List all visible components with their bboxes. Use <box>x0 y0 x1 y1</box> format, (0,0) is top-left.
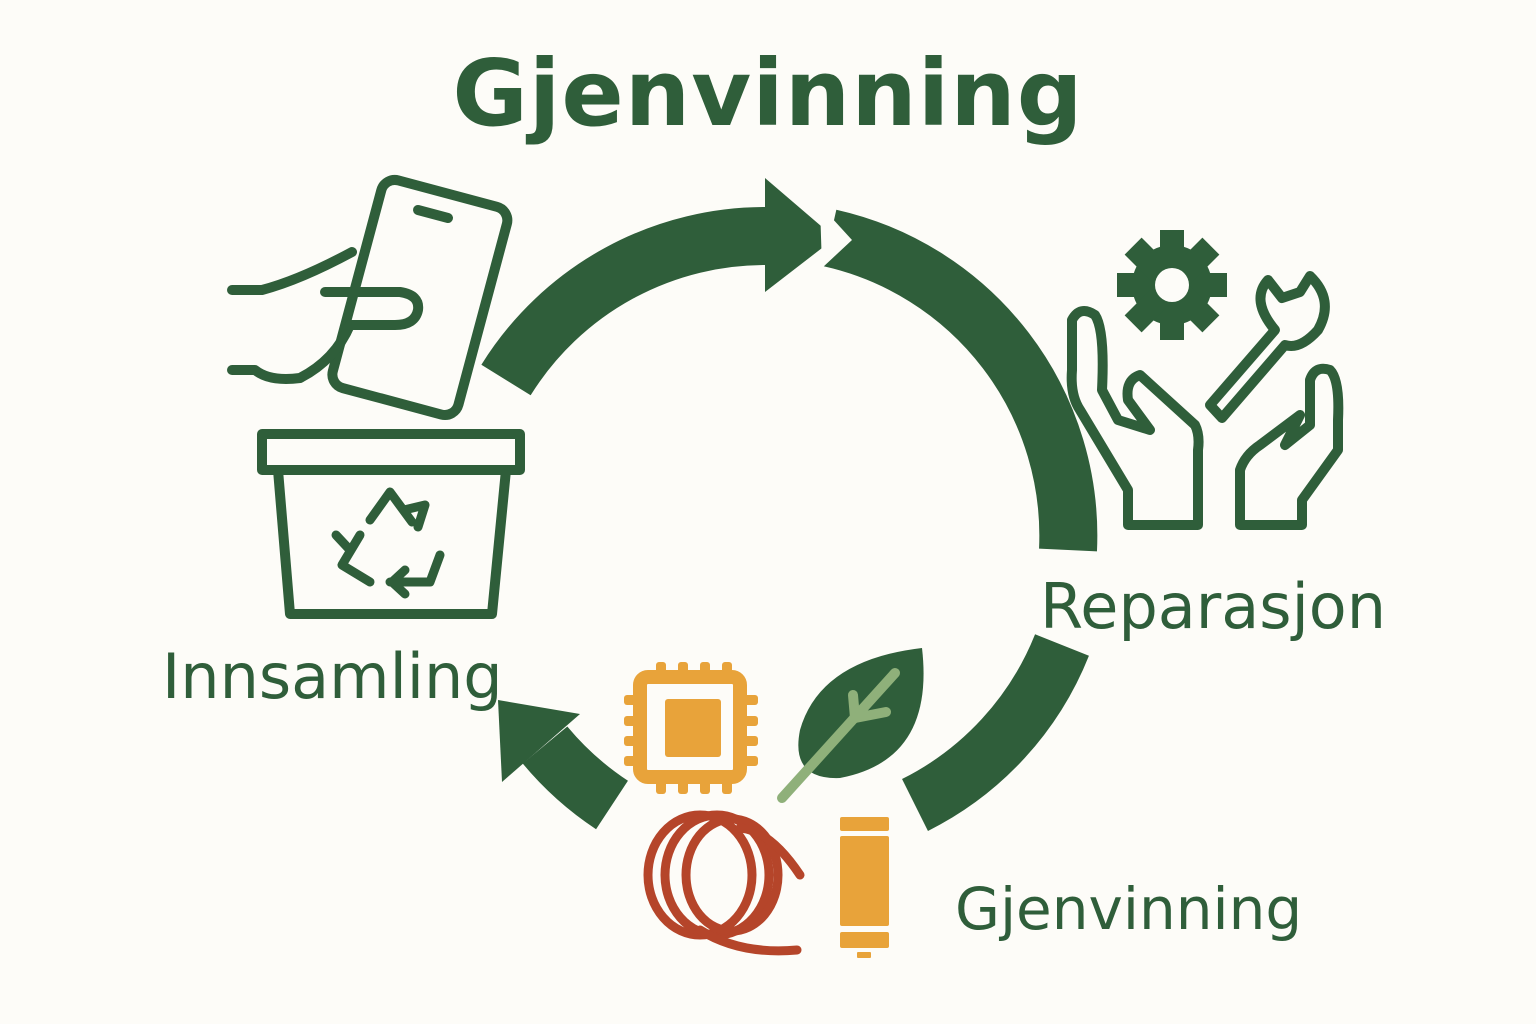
arrow-segment-recycle <box>901 633 1089 831</box>
hands-icon <box>1066 306 1344 530</box>
recycle-bin-icon <box>257 429 525 619</box>
page-title: Gjenvinning <box>452 40 1084 147</box>
arrowhead-left <box>498 700 580 782</box>
recycle-icon <box>331 487 445 599</box>
hand-phone-icon <box>227 174 513 420</box>
stage-label-repair: Reparasjon <box>1040 570 1387 643</box>
wrench-icon <box>1205 271 1330 423</box>
arrow-segment-repair <box>823 209 1098 552</box>
arrow-segment-to-collect <box>522 726 629 830</box>
notch <box>820 205 852 268</box>
arrow-segment-collect-to-repair <box>481 206 771 396</box>
copper-coil-icon <box>643 810 805 956</box>
cycle-arrow-icon <box>481 206 1098 831</box>
battery-icon <box>840 817 889 958</box>
stage-label-recycling: Gjenvinning <box>955 875 1303 943</box>
chip-icon <box>624 662 758 794</box>
leaf-icon <box>777 648 924 803</box>
stage-label-collection: Innsamling <box>162 640 503 713</box>
arrowhead-top <box>765 178 835 292</box>
gear-icon <box>1117 230 1227 340</box>
